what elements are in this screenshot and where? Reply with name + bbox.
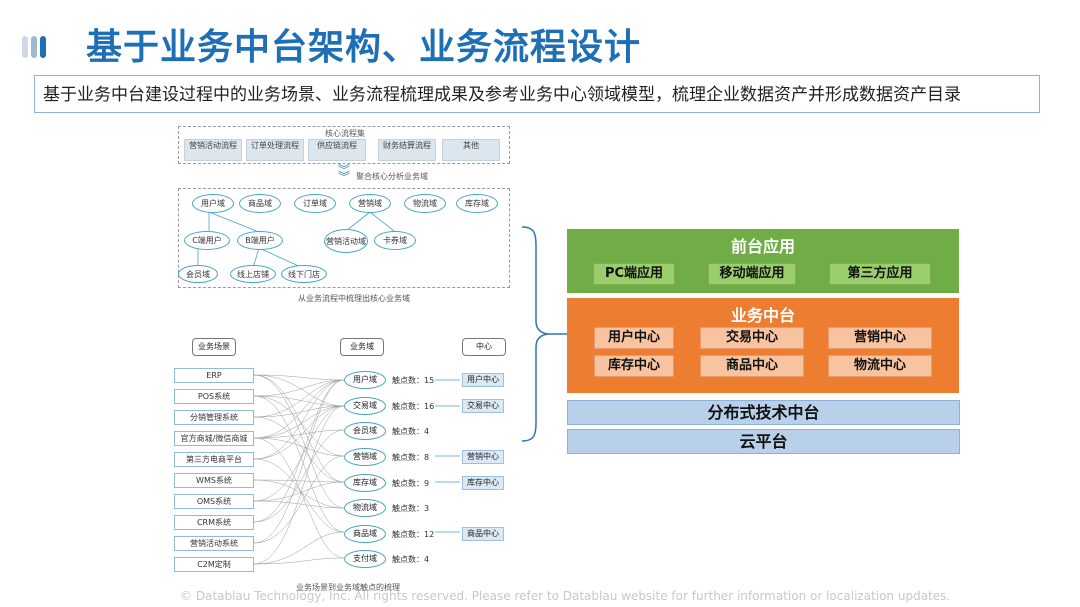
scene-item: WMS系统 (174, 473, 254, 488)
scene-item: POS系统 (174, 389, 254, 404)
scene-item: ERP (174, 368, 254, 383)
front-app-item: 第三方应用 (829, 263, 931, 285)
flow-item: 营销活动流程 (184, 139, 242, 161)
mapping-lines (253, 374, 460, 565)
touch-count: 触点数：8 (392, 453, 430, 462)
domain-oval: 订单域 (294, 194, 336, 213)
center-callout: 中心 (462, 338, 506, 356)
subtitle: 基于业务中台建设过程中的业务场景、业务流程梳理成果及参考业务中心领域模型，梳理企… (34, 75, 1040, 113)
touch-count: 触点数：15 (392, 376, 435, 385)
mapping-domain: 用户域 (344, 371, 386, 389)
front-app-item: 移动端应用 (708, 263, 796, 285)
touch-count: 触点数：16 (392, 402, 435, 411)
scene-item: OMS系统 (174, 494, 254, 509)
center-box: 交易中心 (462, 399, 504, 413)
scene-item: C2M定制 (174, 557, 254, 572)
center-item: 交易中心 (700, 327, 804, 349)
mapping-domain: 商品域 (344, 525, 386, 543)
domain-oval: 营销域 (349, 194, 391, 213)
scene-item: CRM系统 (174, 515, 254, 530)
touch-count: 触点数：9 (392, 479, 430, 488)
core-process-header: 核心流程集 (325, 129, 365, 138)
mapping-domain: 物流域 (344, 499, 386, 517)
chevron-down-icon: ︾︾ (338, 163, 351, 184)
domain-oval: 物流域 (404, 194, 446, 213)
mapping-caption: 业务场景到业务域触点的梳理 (296, 583, 400, 592)
brace-connector (521, 226, 568, 442)
flow-item: 其他 (442, 139, 500, 161)
touch-count: 触点数：12 (392, 530, 435, 539)
domain-oval: 卡券域 (374, 231, 416, 250)
cloud-platform-layer: 云平台 (567, 429, 960, 454)
touch-count: 触点数：4 (392, 555, 430, 564)
domain-oval: C端用户 (184, 231, 230, 250)
tech-platform-layer: 分布式技术中台 (567, 400, 960, 425)
touch-count: 触点数：3 (392, 504, 430, 513)
scene-callout: 业务场景 (192, 338, 236, 356)
domain-caption: 从业务流程中梳理出核心业务域 (298, 294, 410, 303)
center-box: 库存中心 (462, 476, 504, 490)
domain-callout: 业务域 (340, 338, 384, 356)
domain-oval: 线下门店 (281, 265, 327, 283)
center-item: 营销中心 (828, 327, 932, 349)
center-item: 商品中心 (700, 355, 804, 377)
domain-oval: B端用户 (237, 231, 283, 250)
domain-oval: 用户域 (192, 194, 234, 213)
business-layer-title: 业务中台 (730, 306, 795, 325)
scene-item: 分销管理系统 (174, 410, 254, 425)
center-item: 物流中心 (828, 355, 932, 377)
touch-count: 触点数：4 (392, 427, 430, 436)
mapping-domain: 会员域 (344, 422, 386, 440)
domain-oval: 会员域 (178, 265, 218, 283)
center-box: 营销中心 (462, 450, 504, 464)
mapping-domain: 库存域 (344, 474, 386, 492)
aggregate-label: 聚合核心分析业务域 (356, 172, 428, 181)
flow-item: 财务结算流程 (378, 139, 436, 161)
front-app-item: PC端应用 (593, 263, 675, 285)
footer-copyright: © Datablau Technology, Inc. All rights r… (180, 589, 951, 603)
center-item: 用户中心 (594, 327, 674, 349)
scene-item: 第三方电商平台 (174, 452, 254, 467)
mapping-domain: 营销域 (344, 448, 386, 466)
center-item: 库存中心 (594, 355, 674, 377)
mapping-domain: 交易域 (344, 397, 386, 415)
center-box: 用户中心 (462, 373, 504, 387)
scene-item: 官方商城/微信商城 (174, 431, 254, 446)
flow-item: 供应链流程 (308, 139, 366, 161)
flow-item: 订单处理流程 (246, 139, 304, 161)
domain-oval: 库存域 (456, 194, 498, 213)
mapping-domain: 支付域 (344, 550, 386, 568)
domain-oval: 营销活动域 (324, 229, 368, 253)
core-process-panel (178, 126, 510, 164)
front-layer-title: 前台应用 (730, 237, 795, 256)
scene-item: 营销活动系统 (174, 536, 254, 551)
domain-oval: 商品域 (239, 194, 281, 213)
page-title: 基于业务中台架构、业务流程设计 (86, 27, 642, 68)
domain-oval: 线上店铺 (230, 265, 276, 283)
domain-panel (178, 188, 510, 288)
center-box: 商品中心 (462, 527, 504, 541)
